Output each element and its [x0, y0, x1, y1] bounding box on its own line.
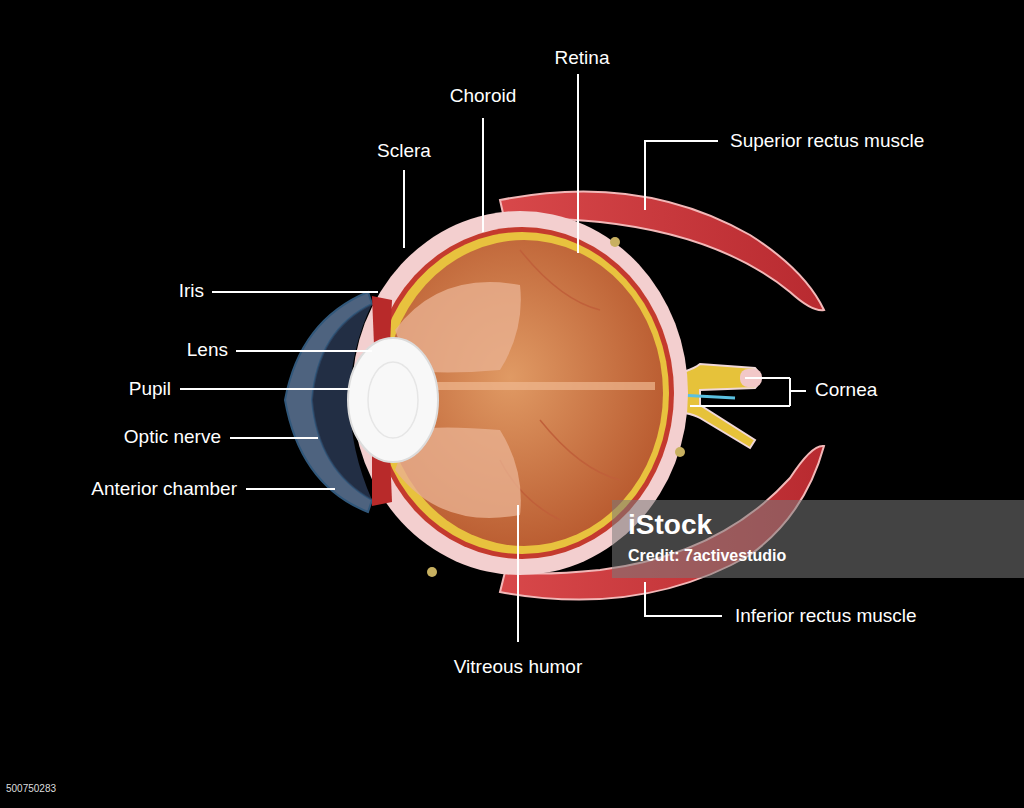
watermark: iStock [628, 510, 712, 541]
part-label: Vitreous humor [454, 657, 583, 678]
part-label: Lens [187, 340, 228, 361]
part-label: Superior rectus muscle [730, 131, 924, 152]
part-label: Pupil [129, 379, 171, 400]
watermark: Credit: 7activestudio [628, 547, 786, 565]
image-id: 500750283 [6, 783, 56, 794]
part-label: Sclera [377, 141, 431, 162]
lens [348, 338, 438, 462]
part-label: Cornea [815, 380, 877, 401]
part-label: Iris [179, 281, 204, 302]
watermark-box [612, 500, 1024, 578]
part-label: Retina [555, 48, 610, 69]
part-label: Anterior chamber [91, 479, 237, 500]
part-label: Choroid [450, 86, 517, 107]
leader-lines [180, 74, 806, 642]
part-label: Optic nerve [124, 427, 221, 448]
part-label: Inferior rectus muscle [735, 606, 917, 627]
